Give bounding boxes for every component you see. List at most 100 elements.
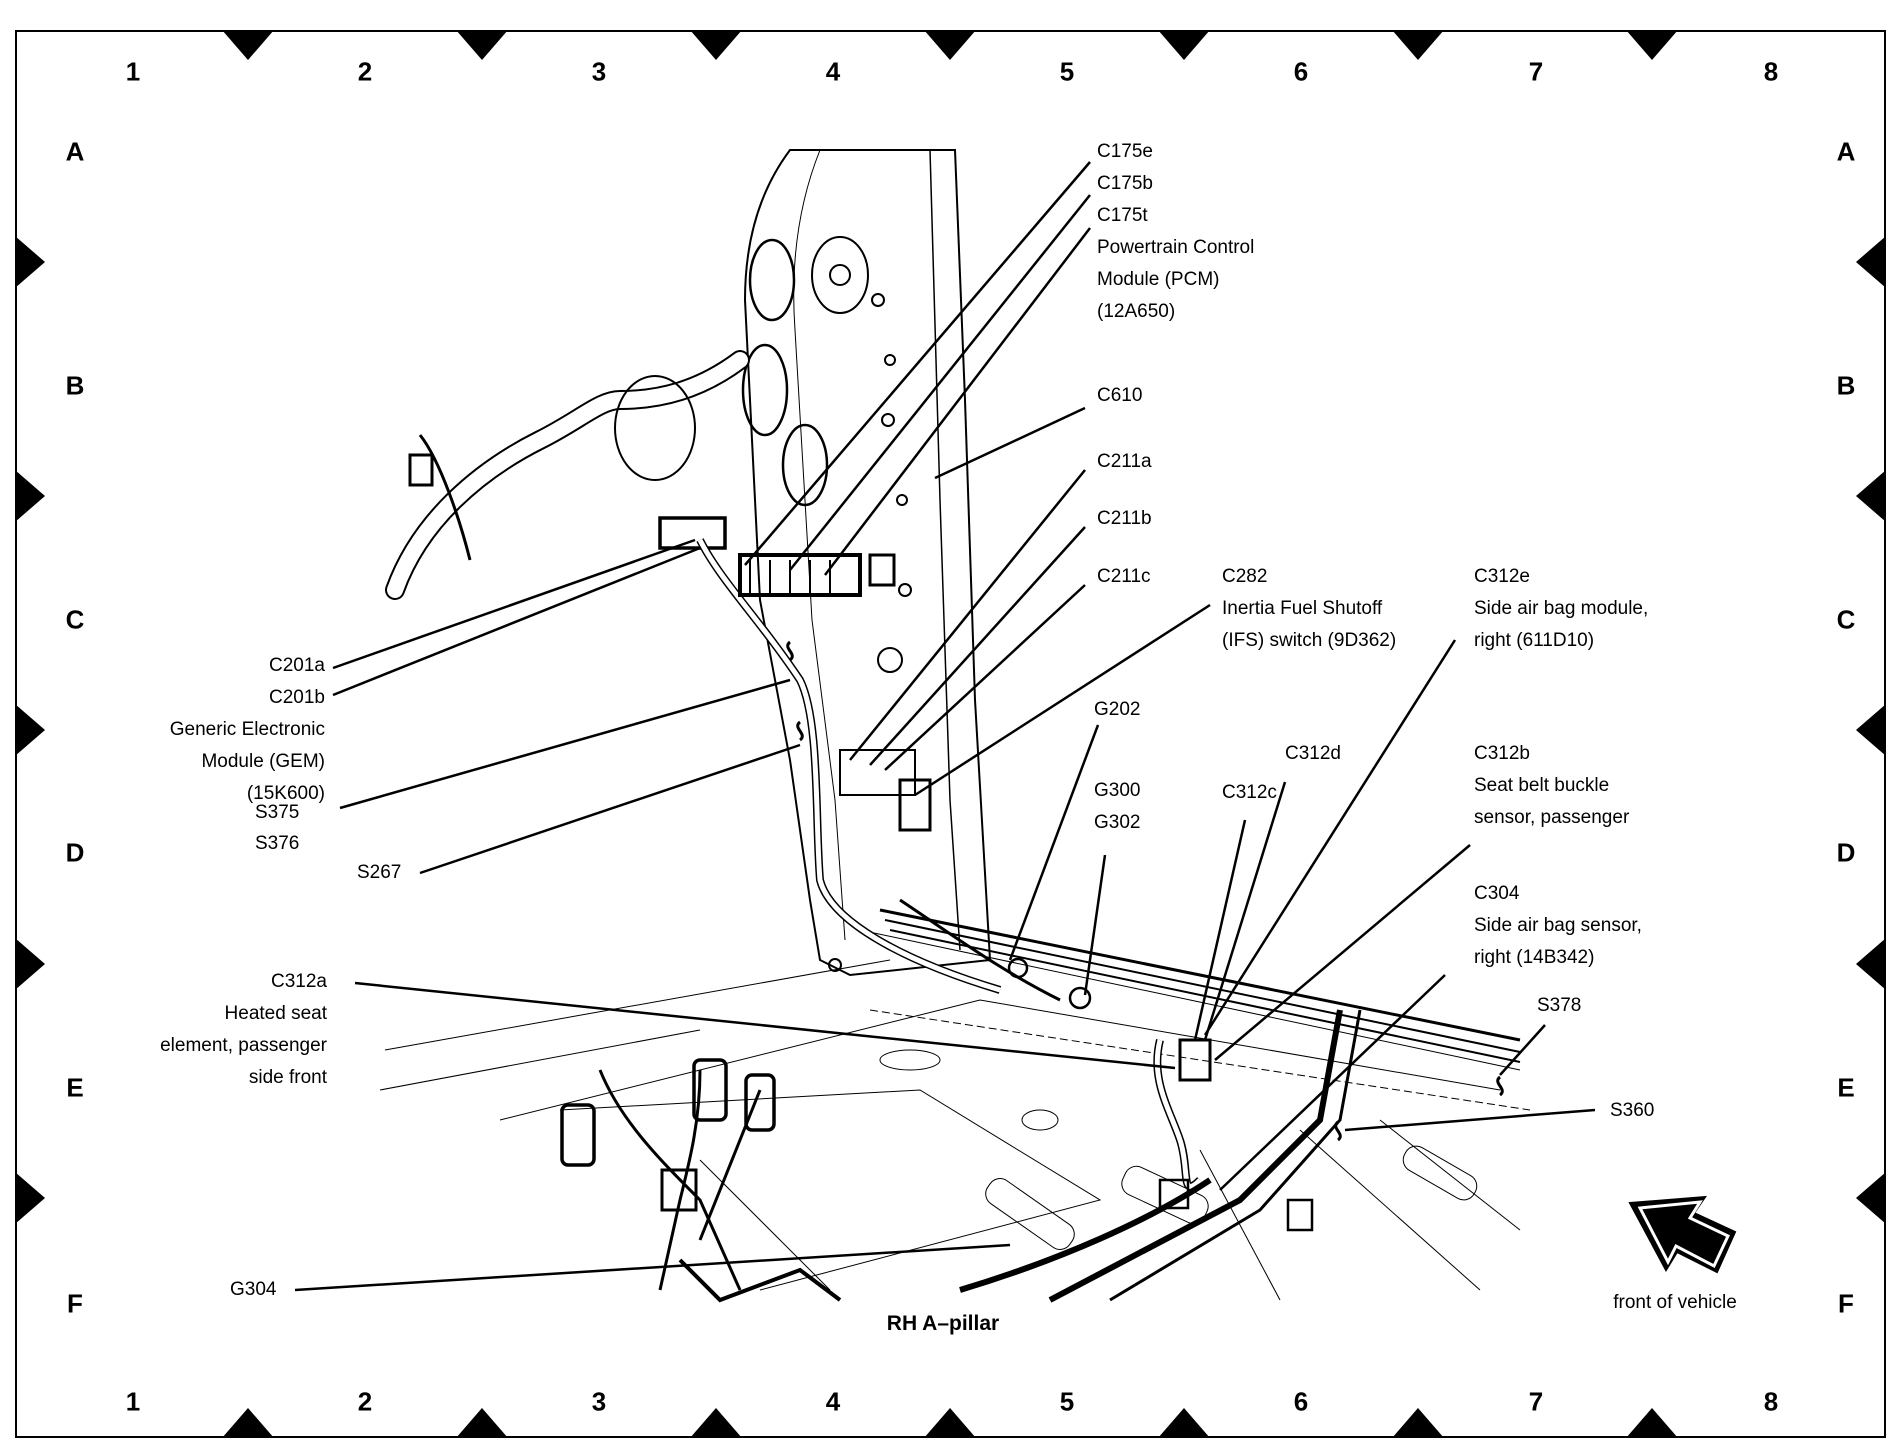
grid-col-label: 5 [1059,56,1075,87]
callout-line: G202 [1094,699,1141,720]
callout-s376: S376 [255,828,299,860]
grid-marker [1392,30,1444,60]
grid-col-label: 4 [825,56,841,87]
a-pillar-panel [741,149,992,977]
callout-line: C211a [1097,451,1152,472]
callout-g202: G202 [1094,694,1140,726]
callout-line: sensor, passenger [1474,807,1630,828]
grid-row-label: A [65,136,85,167]
callout-line: C312e [1474,566,1530,587]
callout-line: element, passenger [160,1035,327,1056]
grid-marker [1856,470,1886,522]
callout-c211b: C211b [1097,503,1152,535]
callout-line: side front [248,1067,327,1088]
orientation-label: front of vehicle [1613,1292,1737,1313]
callout-line: (IFS) switch (9D362) [1222,630,1397,651]
callout-line: right (611D10) [1474,630,1595,651]
grid-col-label: 6 [1293,1386,1309,1417]
grid-col-label: 3 [591,1386,607,1417]
callout-c312e: C312e Side air bag module, right (611D10… [1474,561,1648,657]
arrow-up-left-icon [1628,1195,1737,1274]
grid-row-label: D [65,837,85,868]
callout-c211a: C211a [1097,446,1152,478]
grid-col-label: 2 [357,1386,373,1417]
grid-col-label: 7 [1528,56,1544,87]
callout-line: S375 [255,802,300,823]
callout-s378: S378 [1537,990,1581,1022]
grid-row-label: B [65,370,85,401]
callout-line: S378 [1537,995,1582,1016]
callout-c282: C282 Inertia Fuel Shutoff (IFS) switch (… [1222,561,1396,657]
callout-line: C175t [1097,205,1148,226]
grid-row-label: D [1836,837,1856,868]
grid-row-label: C [1836,604,1856,635]
callout-c211c: C211c [1097,561,1151,593]
callout-line: Powertrain Control [1097,237,1255,258]
grid-marker [456,1408,508,1438]
callout-line: C175b [1097,173,1153,194]
callout-c312d: C312d [1285,738,1341,770]
callout-c304: C304 Side air bag sensor, right (14B342) [1474,878,1642,974]
callout-c312c: C312c [1222,777,1277,809]
leader-lines [294,161,1596,1292]
callout-line: C201b [269,687,325,708]
callout-line: (12A650) [1097,301,1176,322]
grid-marker [222,1408,274,1438]
grid-col-label: 1 [125,1386,141,1417]
grid-marker [1856,704,1886,756]
grid-marker [1626,30,1678,60]
callout-line: Module (GEM) [201,751,325,772]
callout-gem: C201a C201b Generic Electronic Module (G… [170,650,325,810]
callout-line: C304 [1474,883,1520,904]
callout-line: C282 [1222,566,1268,587]
grid-row-label: B [1836,370,1856,401]
grid-marker [15,938,45,990]
callout-line: C175e [1097,141,1153,162]
callout-line: Generic Electronic [169,719,325,740]
grid-marker [15,236,45,288]
grid-col-label: 4 [825,1386,841,1417]
grid-marker [222,30,274,60]
callout-line: C201a [269,655,325,676]
callout-c312a: C312a Heated seat element, passenger sid… [160,966,327,1094]
grid-marker [15,1172,45,1224]
grid-marker [690,1408,742,1438]
grid-marker [1856,938,1886,990]
splice-marks [786,640,1504,1142]
callout-line: C312c [1222,782,1277,803]
grid-row-label: F [67,1288,83,1319]
floor-pan [379,908,1531,1301]
callout-line: C610 [1097,385,1143,406]
grid-marker [1392,1408,1444,1438]
grid-col-label: 8 [1763,56,1779,87]
callout-line: C312d [1285,743,1341,764]
callout-line: S376 [255,833,300,854]
grid-row-label: E [66,1072,84,1103]
grid-marker [15,470,45,522]
callout-line: Seat belt buckle [1474,775,1610,796]
grid-row-label: A [1836,136,1856,167]
callout-line: Side air bag module, [1474,598,1649,619]
diagram-title: RH A–pillar [886,1312,1000,1335]
grid-col-label: 6 [1293,56,1309,87]
grid-marker [15,704,45,756]
grid-row-label: C [65,604,85,635]
callout-line: Module (PCM) [1097,269,1220,290]
grid-col-label: 1 [125,56,141,87]
callout-pcm: C175e C175b C175t Powertrain Control Mod… [1097,136,1254,328]
callout-line: C312b [1474,743,1530,764]
grid-row-label: E [1837,1072,1855,1103]
callout-line: G304 [230,1279,277,1300]
grid-marker [1856,236,1886,288]
grid-row-label: F [1838,1288,1854,1319]
grid-marker [924,30,976,60]
grid-marker [1626,1408,1678,1438]
grid-col-label: 7 [1528,1386,1544,1417]
callout-line: G300 [1094,780,1141,801]
callout-s375: S375 [255,797,299,829]
grid-marker [1158,30,1210,60]
grid-col-label: 5 [1059,1386,1075,1417]
callout-g300-g302: G300 G302 [1094,775,1140,839]
grid-marker [1856,1172,1886,1224]
